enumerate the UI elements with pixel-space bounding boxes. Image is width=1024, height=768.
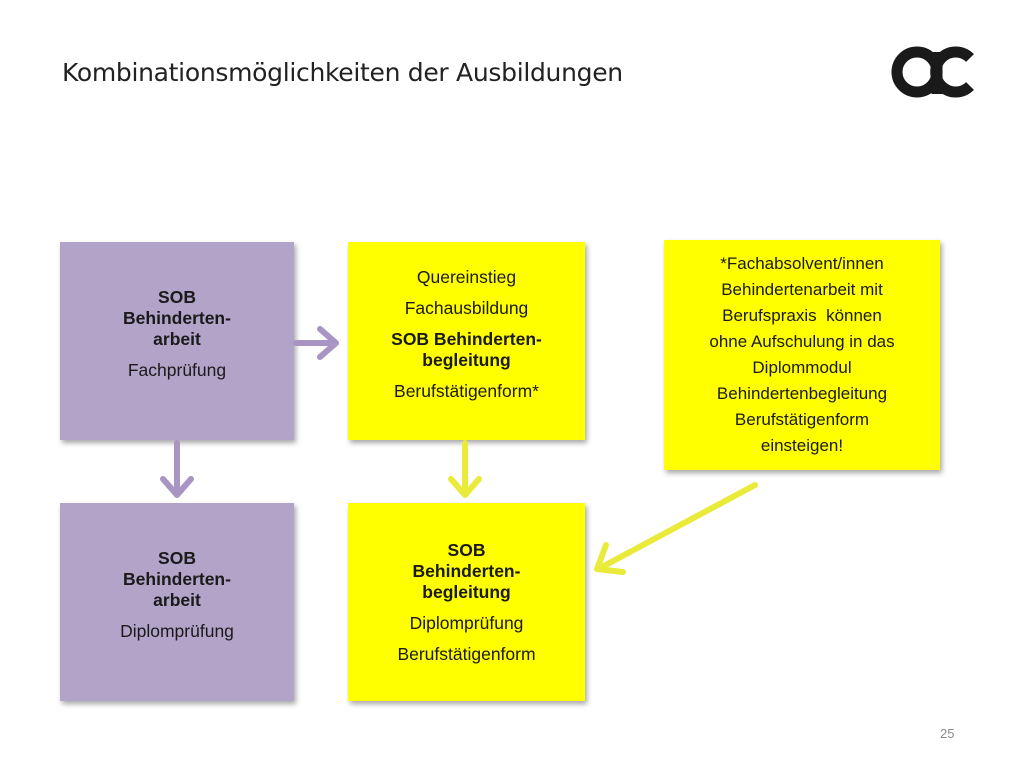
box-line: Quereinstieg: [416, 266, 517, 287]
note-line: Behindertenarbeit mit: [721, 280, 883, 299]
arrow-right-icon: [293, 326, 339, 360]
box-line: Berufstätigenform: [397, 643, 536, 664]
box-heading-line: arbeit: [153, 590, 201, 610]
box-heading-line: begleitung: [422, 349, 511, 370]
arrow-diagonal-icon: [594, 482, 758, 575]
note-line: *Fachabsolvent/innen: [720, 254, 884, 273]
box-subtitle: Fachprüfung: [127, 360, 227, 380]
note-line: Diplommodul: [752, 358, 852, 377]
page-number: 25: [940, 726, 955, 741]
arrow-down-icon: [160, 440, 194, 498]
box-sob-behindertenarbeit-diplompruefung: SOB Behinderten- arbeit Diplomprüfung: [60, 503, 294, 701]
note-line: Berufstätigenform: [734, 410, 870, 429]
slide-title: Kombinationsmöglichkeiten der Ausbildung…: [62, 58, 623, 87]
note-line: Berufspraxis können: [722, 306, 882, 325]
box-heading-line: Behinderten-: [123, 308, 231, 328]
box-heading-line: begleitung: [422, 581, 511, 602]
ac-logo: [891, 46, 974, 98]
box-sob-behindertenarbeit-fachpruefung: SOB Behinderten- arbeit Fachprüfung: [60, 242, 294, 440]
box-heading-line: Behinderten-: [123, 569, 231, 589]
box-heading-line: Behinderten-: [412, 560, 521, 581]
box-line: Berufstätigenform*: [394, 380, 539, 401]
box-heading-line: arbeit: [153, 329, 201, 349]
box-heading-line: SOB: [158, 548, 196, 568]
note-line: Behindertenbegleitung: [716, 384, 888, 403]
box-heading-line: SOB: [447, 539, 486, 560]
box-sob-behindertenbegleitung-diplompruefung: SOB Behinderten- begleitung Diplomprüfun…: [348, 503, 585, 701]
box-line: Diplomprüfung: [409, 612, 524, 633]
box-note: *Fachabsolvent/innen Behindertenarbeit m…: [664, 240, 940, 470]
box-line: Fachausbildung: [404, 297, 529, 318]
box-heading-line: SOB Behinderten-: [391, 328, 542, 349]
box-heading-line: SOB: [158, 287, 196, 307]
arrow-down-icon: [448, 440, 482, 498]
box-subtitle: Diplomprüfung: [120, 621, 234, 641]
note-line: einsteigen!: [760, 436, 844, 455]
box-quereinstieg: Quereinstieg Fachausbildung SOB Behinder…: [348, 242, 585, 440]
note-line: ohne Aufschulung in das: [709, 332, 895, 351]
